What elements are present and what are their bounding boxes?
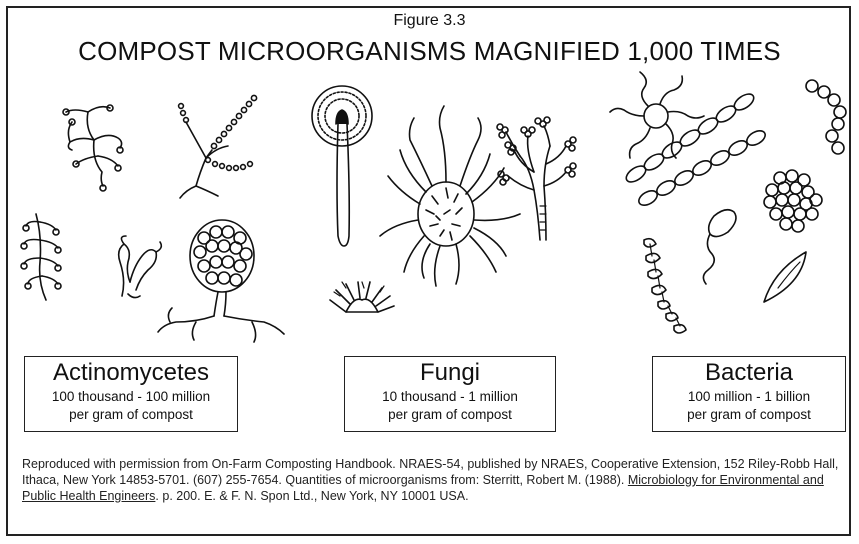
bacteria-oval-chain (624, 91, 768, 208)
bacteria-cluster (764, 170, 822, 232)
credit-note: Reproduced with permission from On-Farm … (22, 456, 840, 504)
actinomycetes-count: 100 thousand - 100 million (25, 388, 237, 406)
credit-text-after: . p. 200. E. & F. N. Spon Ltd., New York… (155, 489, 468, 503)
bacteria-drawings (610, 72, 846, 333)
fungi-box: Fungi 10 thousand - 1 million per gram o… (344, 356, 556, 432)
fungi-count: 10 thousand - 1 million (345, 388, 555, 406)
fungi-drawings (312, 86, 576, 312)
bacteria-circle-chain (806, 80, 846, 154)
bacteria-spiral-chain (644, 239, 686, 333)
actinomycetes-box: Actinomycetes 100 thousand - 100 million… (24, 356, 238, 432)
bacteria-name: Bacteria (653, 358, 845, 388)
bacteria-unit: per gram of compost (653, 406, 845, 424)
bacteria-count: 100 million - 1 billion (653, 388, 845, 406)
actinomycetes-name: Actinomycetes (25, 358, 237, 388)
actinomycetes-drawings (21, 95, 284, 342)
actinomycetes-unit: per gram of compost (25, 406, 237, 424)
actino-sporangium (158, 220, 284, 342)
fungi-unit: per gram of compost (345, 406, 555, 424)
bacteria-box: Bacteria 100 million - 1 billion per gra… (652, 356, 846, 432)
fungi-small-fringe (330, 282, 394, 312)
fungi-branched-conidiophore (497, 117, 576, 240)
fungi-name: Fungi (345, 358, 555, 388)
